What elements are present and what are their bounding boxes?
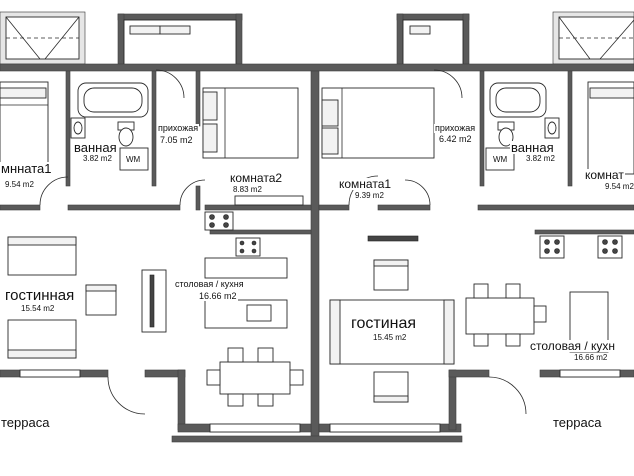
washing-machine-icon (485, 147, 515, 171)
washing-machine-icon (119, 147, 149, 171)
kitchen-counter-icon (204, 257, 288, 279)
sink-icon (544, 117, 560, 139)
room-name-living-mid: гостиная (350, 315, 418, 332)
wardrobe-icon (234, 195, 304, 206)
room-name-terrace-left: терраса (0, 415, 51, 430)
room-area-kitchen-right: 16.66 m2 (573, 353, 609, 362)
sink-icon (70, 117, 86, 139)
bathtub-icon (77, 82, 149, 118)
stove-icon (204, 211, 234, 231)
dining-table-icon (206, 347, 304, 407)
room-name-hall-left: прихожая (157, 123, 200, 133)
balcony-mid (396, 13, 470, 71)
interior-walls-right (318, 70, 634, 235)
balcony-left (117, 13, 243, 71)
tv-icon (367, 235, 419, 242)
room-area-bedroom-right: 9.54 m2 (604, 182, 634, 191)
kitchen-island-icon (204, 299, 288, 329)
bottom-windows (19, 369, 621, 433)
sofa-icon (329, 299, 455, 365)
room-area-living-left: 15.54 m2 (20, 304, 56, 313)
room-name-kitchen-left: столовая / кухня (174, 279, 245, 289)
dining-table-icon (465, 283, 547, 347)
armchair-icon (373, 259, 409, 291)
room-area-bedroom1-mid: 9.39 m2 (354, 191, 385, 200)
bathtub-icon (489, 82, 547, 118)
room-name-bath-right: ванная (510, 140, 555, 155)
stove-icon (539, 235, 565, 259)
room-name-bath-left: ванная (73, 140, 118, 155)
sink-icon (246, 304, 272, 322)
room-area-bedroom2: 8.83 m2 (232, 185, 263, 194)
tv-icon (141, 269, 167, 333)
room-name-terrace-right: терраса (552, 415, 603, 430)
room-area-hall-right: 6.42 m2 (438, 134, 473, 144)
room-area-living-mid: 15.45 m2 (372, 333, 408, 342)
bed-icon (202, 87, 299, 159)
party-wall (310, 70, 320, 442)
toilet-icon (497, 121, 515, 147)
room-area-bath-right: 3.82 m2 (526, 154, 555, 163)
wm-label-right: WM (493, 155, 508, 164)
sofa-icon (7, 236, 77, 276)
stove-icon (235, 237, 261, 257)
sofa-icon (7, 319, 77, 359)
room-area-bedroom1-left: 9.54 m2 (4, 180, 35, 189)
armchair-icon (373, 371, 409, 403)
room-name-bedroom1-mid: комната1 (338, 177, 393, 191)
exterior-wall-top (0, 63, 634, 72)
room-area-hall-left: 7.05 m2 (159, 135, 194, 145)
room-name-living-left: гостинная (4, 287, 76, 304)
room-area-kitchen-left: 16.66 m2 (198, 291, 238, 301)
room-name-hall-right: прихожая (434, 123, 477, 133)
stove-icon (597, 235, 623, 259)
room-area-bath-left: 3.82 m2 (83, 154, 112, 163)
room-name-bedroom-right: комнат (584, 168, 625, 182)
door-swing-icon (39, 69, 527, 415)
armchair-icon (85, 284, 117, 316)
toilet-icon (117, 121, 135, 147)
room-name-kitchen-right: столовая / кухн (529, 339, 617, 353)
bay-window-right (552, 11, 634, 65)
room-name-bedroom1-left: мнната1 (0, 161, 53, 176)
bed-icon (587, 81, 634, 175)
bay-window-left (0, 11, 86, 65)
bed-icon (321, 87, 435, 159)
wm-label-left: WM (126, 155, 141, 164)
room-name-bedroom2: комната2 (229, 171, 284, 185)
